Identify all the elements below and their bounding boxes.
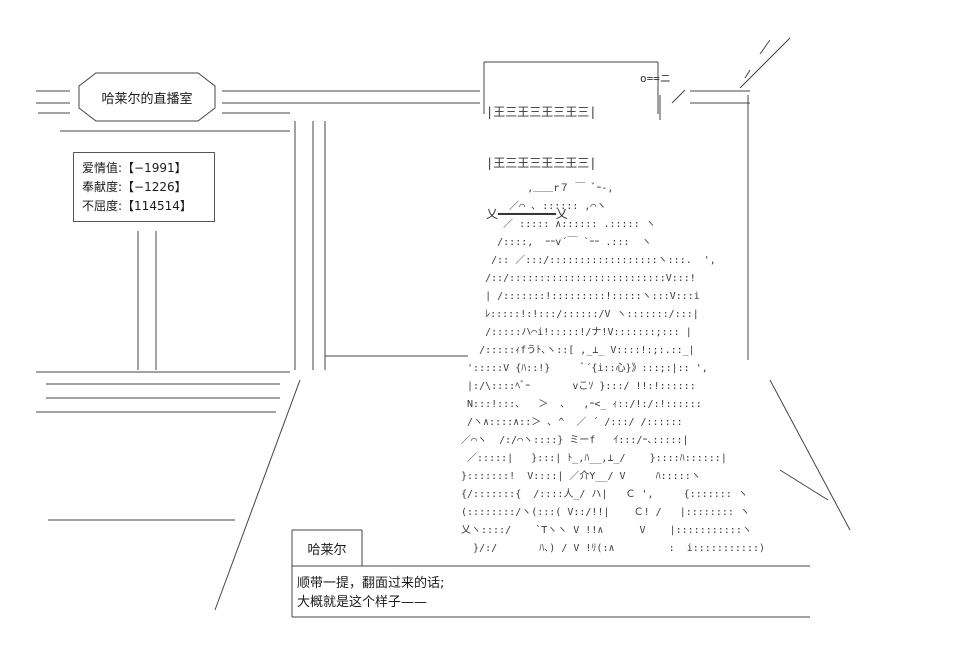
dialogue-line-2: 大概就是这个样子—— (297, 595, 428, 610)
ascii-art-row: /:::::ｨfうﾄ､ヽ::[ ,_⊥_ V::::!:;:.::_| (455, 345, 695, 356)
channel-title-box: 哈莱尔的直播室 (78, 72, 216, 122)
dialogue-text: 顺带一提，翻面过来的话; 大概就是这个样子—— (297, 574, 444, 612)
sign-row-1: |王三王三王三王三| (486, 105, 597, 119)
stat-value: 【−1226】 (122, 180, 187, 194)
dialogue-line-1: 顺带一提，翻面过来的话; (297, 576, 445, 591)
ascii-art-row: ／⌒ヽ /:/⌒ヽ::::} ミーf ｲ:::/ｰ､:::::| (455, 435, 689, 446)
ascii-art-row: /:: ／:::/::::::::::::::::::ヽ:::. ', (455, 255, 716, 266)
ascii-art-row: |:/\::::ﾍﾞｰ vこｿ }:::/ !!:!:::::: (455, 381, 696, 392)
stat-row-resilience: 不屈度:【114514】 (82, 197, 214, 216)
ascii-art-row: {/:::::::{ /::::人_/ ハ| Ｃ ', {::::::: ヽ (455, 489, 748, 500)
ascii-art-row: N:::!:::､ ＞ ､ ,ｰ<_ ｨ::/!:/:!:::::: (455, 399, 702, 410)
ascii-art-row: ,＿＿r７ ￣ ﾞｰ-, (455, 183, 614, 194)
ascii-art-row: ／ ::::: ∧:::::: .::::: ヽ (455, 219, 656, 230)
ascii-art-row: (::::::::/ヽ(:::( V::/!!| Ｃ! / |:::::::: … (455, 507, 750, 518)
stat-value: 【−1991】 (122, 161, 187, 175)
character-ascii-art: ,＿＿r７ ￣ ﾞｰ-, ／⌒ ､ :::::: ,⌒ヽ ／ ::::: ∧::… (455, 180, 765, 558)
speaker-name-box: 哈莱尔 (292, 530, 362, 566)
sign-board: |王三王三王三王三| |王三王三王三王三| 乂━━━━━━━━乂 (486, 70, 596, 240)
sign-row-3: 乂━━━━━━━━乂 (486, 207, 568, 221)
ascii-art-row: ／:::::| }:::| ﾄ_,ﾊ__,⊥_/ }::::ﾊ::::::| (455, 453, 727, 464)
stat-label: 不屈度: (82, 199, 123, 213)
stat-value: 【114514】 (122, 199, 192, 213)
ascii-art-row: /::/::::::::::::::::::::::::::V:::! (455, 273, 696, 284)
octagon-frame (78, 72, 216, 122)
ascii-art-row: ':::::V {ﾊ::!} ﾞ´{i::心}》:::;:|:: ', (455, 363, 708, 374)
stat-label: 爱情值: (82, 161, 123, 175)
ascii-art-row: /ヽ∧::::∧::＞ ､ ^ ／ ´ /:::/ /:::::: (455, 417, 683, 428)
speaker-name: 哈莱尔 (307, 542, 347, 558)
sign-row-2: |王三王三王三王三| (486, 156, 597, 170)
stat-row-devotion: 奉献度:【−1226】 (82, 178, 214, 197)
channel-title: 哈莱尔的直播室 (101, 91, 193, 107)
stats-panel: 爱情值:【−1991】 奉献度:【−1226】 不屈度:【114514】 (73, 152, 215, 222)
ascii-art-row: 乂ヽ::::/ `Tヽヽ V !!∧ V |:::::::::::ヽ (455, 525, 752, 536)
ascii-art-row: ﾚ:::::!:!:::/::::::/V ヽ:::::::/:::| (455, 309, 699, 320)
ascii-art-row: /::::, ｰｰv´￣ `ｰｰ .::: ヽ (455, 237, 652, 248)
stat-row-love: 爱情值:【−1991】 (82, 159, 214, 178)
stat-label: 奉献度: (82, 180, 123, 194)
ascii-art-row: | /:::::::!:::::::::!:::::ヽ:::V:::i (455, 291, 700, 302)
ascii-art-row: }/:/ ﾊ､) / V !ﾘ(:∧ : i:::::::::::) (455, 543, 766, 554)
ascii-art-row: /:::::ハ⌒i!:::::!/ナ!V:::::::;::: | (455, 327, 692, 338)
sign-side-mark: o==ニ (640, 72, 671, 85)
ascii-art-row: ／⌒ ､ :::::: ,⌒ヽ (455, 201, 607, 212)
ascii-art-row: }:::::::! V::::| ／介Y__/ V ﾊ:::::ヽ (455, 471, 701, 482)
